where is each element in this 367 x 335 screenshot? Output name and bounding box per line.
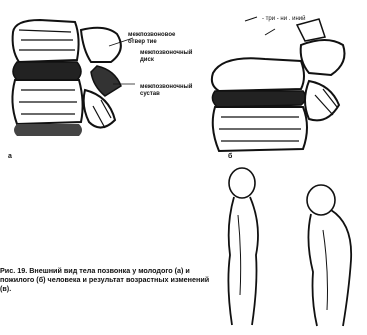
spine-illustration-elderly (205, 15, 355, 165)
label-facet-joint: межпозвоночный сустав (140, 84, 192, 98)
label-intervertebral-disk: межпозвоночный диск (140, 50, 192, 64)
posture-young-figure (212, 165, 272, 335)
panel-letter-b: б (228, 153, 232, 160)
spine-illustration-young (5, 10, 145, 160)
panel-letter-a: а (8, 153, 12, 160)
label-intervertebral-foramen: межпозвоновое отвер тие (128, 32, 175, 46)
posture-elderly-figure (295, 180, 365, 330)
figure-caption: Рис. 19. Внешний вид тела позвонка у мол… (0, 266, 210, 293)
